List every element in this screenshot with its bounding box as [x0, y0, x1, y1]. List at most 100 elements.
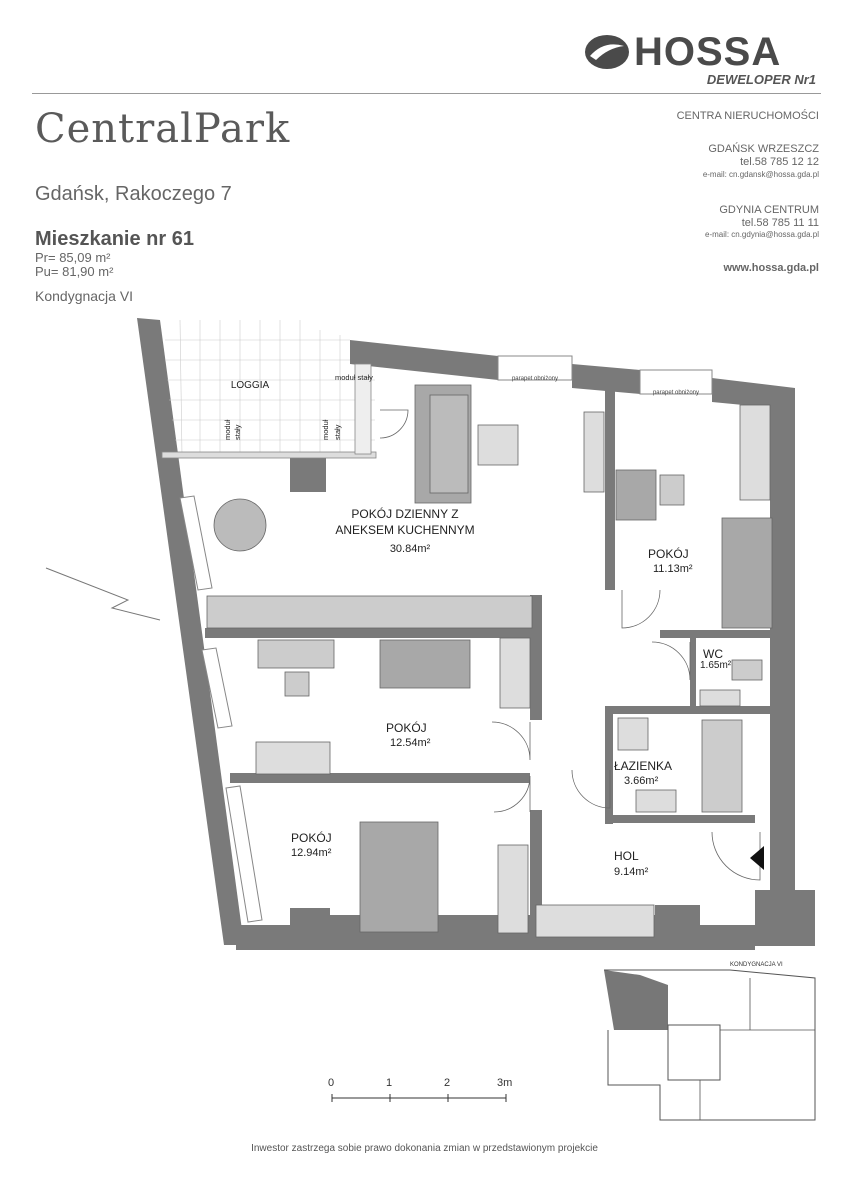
office1-phone[interactable]: tel.58 785 12 12	[740, 156, 819, 168]
bed-sw	[359, 821, 439, 933]
scale-tick-3: 3m	[497, 1077, 513, 1089]
bathroom-area: 3.66m²	[624, 775, 659, 787]
dining-table	[213, 498, 267, 552]
key-plan-outline	[604, 969, 816, 1121]
modul-staly-label: moduł stały	[335, 373, 373, 382]
wardrobe-hall	[535, 904, 655, 938]
wall-kitchen-south	[205, 628, 535, 638]
hossa-logo: HOSSA DEWELOPER Nr1	[584, 30, 820, 90]
modul-label-1: moduł	[223, 419, 232, 440]
door-loggia	[379, 409, 409, 439]
living-name-2: ANEKSEM KUCHENNYM	[335, 523, 474, 537]
window-north-2	[639, 369, 713, 395]
east-wall	[770, 390, 795, 890]
contact-header: CENTRA NIERUCHOMOŚCI	[676, 110, 819, 122]
north-wall-2	[572, 364, 640, 394]
header-divider	[32, 93, 821, 94]
modul-label-2: moduł	[321, 419, 330, 440]
door-bathroom	[571, 769, 611, 809]
office1-name: GDAŃSK WRZESZCZ	[708, 143, 819, 155]
sofa-seat	[429, 394, 469, 494]
entrance-door	[711, 831, 761, 881]
floor-label: Kondygnacja VI	[35, 288, 134, 304]
desk-mid	[257, 639, 335, 669]
wall-wc-west	[690, 638, 696, 708]
key-plan-highlight	[604, 970, 668, 1030]
washing-machine	[617, 717, 649, 751]
bed-ne	[721, 517, 773, 629]
loggia-label: LOGGIA	[231, 380, 270, 391]
disclaimer: Inwestor zastrzega sobie prawo dokonania…	[251, 1143, 598, 1154]
wc-name: WC	[703, 647, 723, 661]
parapet-label-1: parapet obniżony	[512, 376, 558, 382]
sofa-mid	[379, 639, 471, 689]
room-sw-area: 12.94m²	[291, 847, 332, 859]
kitchen-end-wall	[530, 595, 542, 635]
wardrobe-sw	[497, 844, 529, 934]
wall-bath-north	[605, 706, 775, 714]
address: Gdańsk, Rakoczego 7	[35, 183, 232, 205]
wc-toilet	[731, 659, 763, 681]
loggia-railing	[161, 451, 377, 459]
door-room-ne	[621, 589, 661, 629]
scale-tick-1: 1	[386, 1077, 393, 1089]
room-mid-name: POKÓJ	[386, 720, 427, 735]
living-area: 30.84m²	[390, 543, 431, 555]
wall-bath-west	[605, 714, 613, 824]
west-wall	[137, 318, 242, 945]
bathtub	[701, 719, 743, 813]
wc-sink	[699, 689, 741, 707]
office2-phone[interactable]: tel.58 785 11 11	[741, 217, 819, 229]
hall-name: HOL	[614, 849, 639, 863]
wall-hall-1	[530, 630, 542, 720]
wall-bath-south	[605, 815, 755, 823]
office1-email[interactable]: e-mail: cn.gdansk@hossa.gda.pl	[702, 170, 819, 179]
brand-title: CentralPark	[35, 106, 291, 152]
window-room-sw	[225, 785, 263, 923]
office2-name: GDYNIA CENTRUM	[719, 204, 819, 216]
living-name-1: POKÓJ DZIENNY Z	[351, 506, 458, 521]
wc-area: 1.65m²	[700, 660, 732, 671]
loggia-grid	[165, 319, 375, 456]
window-living	[179, 495, 213, 591]
parapet-label-2: parapet obniżony	[653, 390, 699, 396]
scale-tick-2: 2	[444, 1077, 451, 1089]
kitchen-counter	[206, 595, 533, 629]
area-pr: Pr= 85,09 m²	[35, 250, 111, 265]
wardrobe-ne	[739, 404, 771, 501]
loggia-door-frame	[354, 363, 372, 455]
staly-label-2: stały	[333, 424, 342, 440]
door-wc	[651, 641, 691, 681]
window-north-1	[497, 355, 573, 381]
south-wall	[236, 905, 755, 950]
scale-tick-0: 0	[328, 1077, 335, 1089]
coffee-table	[477, 424, 519, 466]
window-room-mid	[201, 647, 233, 729]
apartment-title: Mieszkanie nr 61	[35, 228, 194, 250]
scale-bar	[331, 1094, 507, 1102]
room-sw-name: POKÓJ	[291, 830, 332, 845]
room-ne-name: POKÓJ	[648, 546, 689, 561]
north-wall-1	[350, 340, 498, 380]
office2-email[interactable]: e-mail: cn.gdynia@hossa.gda.pl	[705, 230, 819, 239]
tv-cabinet	[583, 411, 605, 493]
bathroom-name: ŁAZIENKA	[614, 759, 672, 773]
chair-mid	[284, 671, 310, 697]
wall-room-ne-west	[605, 390, 615, 590]
chair-ne	[659, 474, 685, 506]
shelf-mid	[255, 741, 331, 775]
furniture	[206, 384, 773, 938]
key-plan-core	[667, 1024, 721, 1081]
staly-label-1: stały	[233, 424, 242, 440]
door-room-sw	[493, 775, 531, 813]
doors	[379, 409, 761, 881]
east-wall-lower	[755, 890, 815, 946]
entrance-arrow-icon	[750, 846, 764, 870]
area-pu: Pu= 81,90 m²	[35, 264, 114, 279]
windows	[179, 355, 713, 923]
website-link[interactable]: www.hossa.gda.pl	[723, 262, 819, 274]
loggia-column	[290, 454, 326, 492]
wall-wc-north	[660, 630, 775, 638]
hossa-emblem-icon	[585, 35, 629, 69]
